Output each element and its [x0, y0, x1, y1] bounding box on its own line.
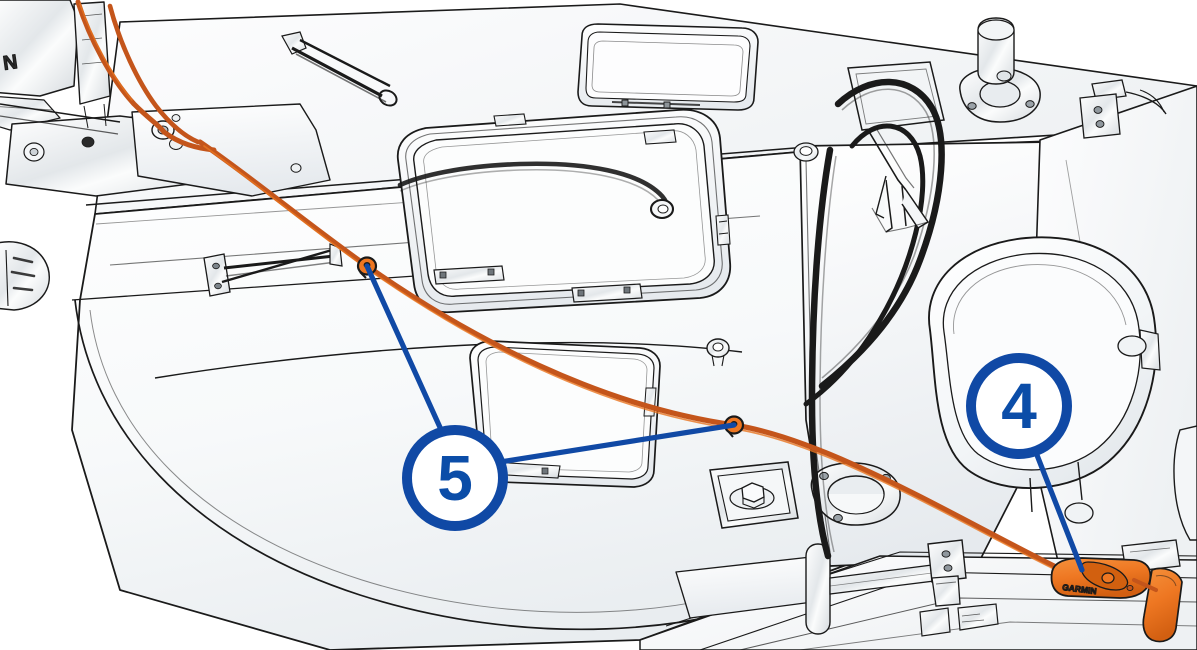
latch-plate — [927, 539, 967, 583]
light-louvers — [10, 256, 36, 292]
plate-hole-3 — [171, 114, 181, 122]
bracket-plate — [73, 1, 111, 105]
callout-leaders — [364, 263, 1085, 573]
hatch-hinge-strut-upper — [281, 31, 398, 107]
gunwale-curve — [74, 299, 831, 631]
seat-bracket — [1139, 329, 1161, 371]
leader-5-to-lower-clip — [497, 422, 737, 465]
transom-latch — [919, 539, 999, 637]
rail-stanchion — [808, 146, 834, 560]
bow-rail-assembly — [793, 17, 1167, 560]
mount-bolt-b — [81, 136, 95, 148]
latch-keeper-b — [957, 603, 999, 631]
deck-crease-lower — [154, 341, 743, 379]
bow-rail-inner — [803, 123, 926, 407]
deck-drain-a — [1117, 335, 1147, 357]
strut-plate-lower — [203, 253, 231, 297]
hinge-base-plate — [131, 103, 331, 197]
bow-rail-outer — [818, 78, 945, 390]
strut-bracket-upper — [281, 31, 307, 55]
callout-4-label: 4 — [1001, 370, 1037, 442]
connector-jumper — [1132, 578, 1158, 592]
rod-holder-screw-a — [819, 471, 829, 481]
connector-thumb-wheel — [1101, 572, 1115, 584]
roller-bore — [979, 80, 1021, 108]
hatch-hinge-strut-lower — [203, 243, 343, 297]
rail-rod-lower — [0, 115, 119, 135]
rail-rod-upper — [0, 103, 121, 123]
callout-5-circle[interactable] — [402, 425, 508, 531]
deck-hatch-large — [396, 108, 732, 314]
hatch-u-lid — [585, 31, 751, 103]
deck-cleat-corner — [1079, 79, 1167, 139]
plate-hole-2 — [290, 163, 302, 173]
deck-post — [805, 543, 831, 635]
hatch-u-latch-b — [663, 101, 671, 109]
hatch-u-latch-a — [621, 99, 629, 107]
cable-main-run — [197, 139, 1065, 573]
navigation-light — [0, 241, 50, 311]
strut-arm-2 — [221, 248, 333, 284]
power-data-cable — [75, 0, 1065, 573]
latch-body — [931, 575, 961, 607]
garmin-connector: GARMIN — [1050, 557, 1183, 643]
leader-5-to-upper-clip — [364, 263, 446, 437]
hatch-l-latch-c — [715, 214, 731, 246]
callout-5[interactable]: 5 — [402, 425, 508, 531]
engine-cowl — [0, 0, 79, 97]
hatch-l-latch-a — [433, 265, 505, 285]
anchor-locker-opening — [847, 61, 945, 131]
strut-rod-a — [291, 46, 383, 98]
callout-4-circle[interactable] — [966, 353, 1072, 459]
transom-strake-4 — [799, 621, 1197, 650]
callout-5-label: 5 — [437, 442, 473, 514]
cable-seg-engine-b — [107, 3, 201, 145]
hex-nut — [741, 482, 765, 503]
right-edge-hatch — [1173, 425, 1197, 541]
strut-arm-1 — [223, 254, 335, 270]
hatch-l-hinge-a — [493, 113, 527, 127]
anchor-roller-mount — [959, 17, 1041, 123]
leader-4-to-connector — [1032, 447, 1085, 573]
latch-keeper-a — [919, 607, 951, 637]
seat-legs — [1029, 461, 1083, 513]
cable-highlight — [203, 145, 1059, 572]
deck-drain-b — [1064, 502, 1094, 524]
deck-hatch-small-upper — [577, 23, 759, 111]
connector-brand-text: GARMIN — [1062, 582, 1097, 596]
anchor — [865, 127, 930, 233]
deck-plate-hex — [709, 461, 799, 529]
rod-holder-screw-c — [833, 513, 843, 523]
hatch-l-hinge-b — [643, 129, 677, 145]
strut-eye — [378, 89, 398, 107]
strut-rod-b — [299, 38, 391, 88]
deck-pad-eye — [706, 338, 730, 367]
cable-seg-engine-a — [75, 0, 167, 135]
partial-brand-text: N — [2, 51, 19, 75]
callout-4[interactable]: 4 — [966, 353, 1072, 459]
deck-post-rail — [805, 543, 943, 635]
